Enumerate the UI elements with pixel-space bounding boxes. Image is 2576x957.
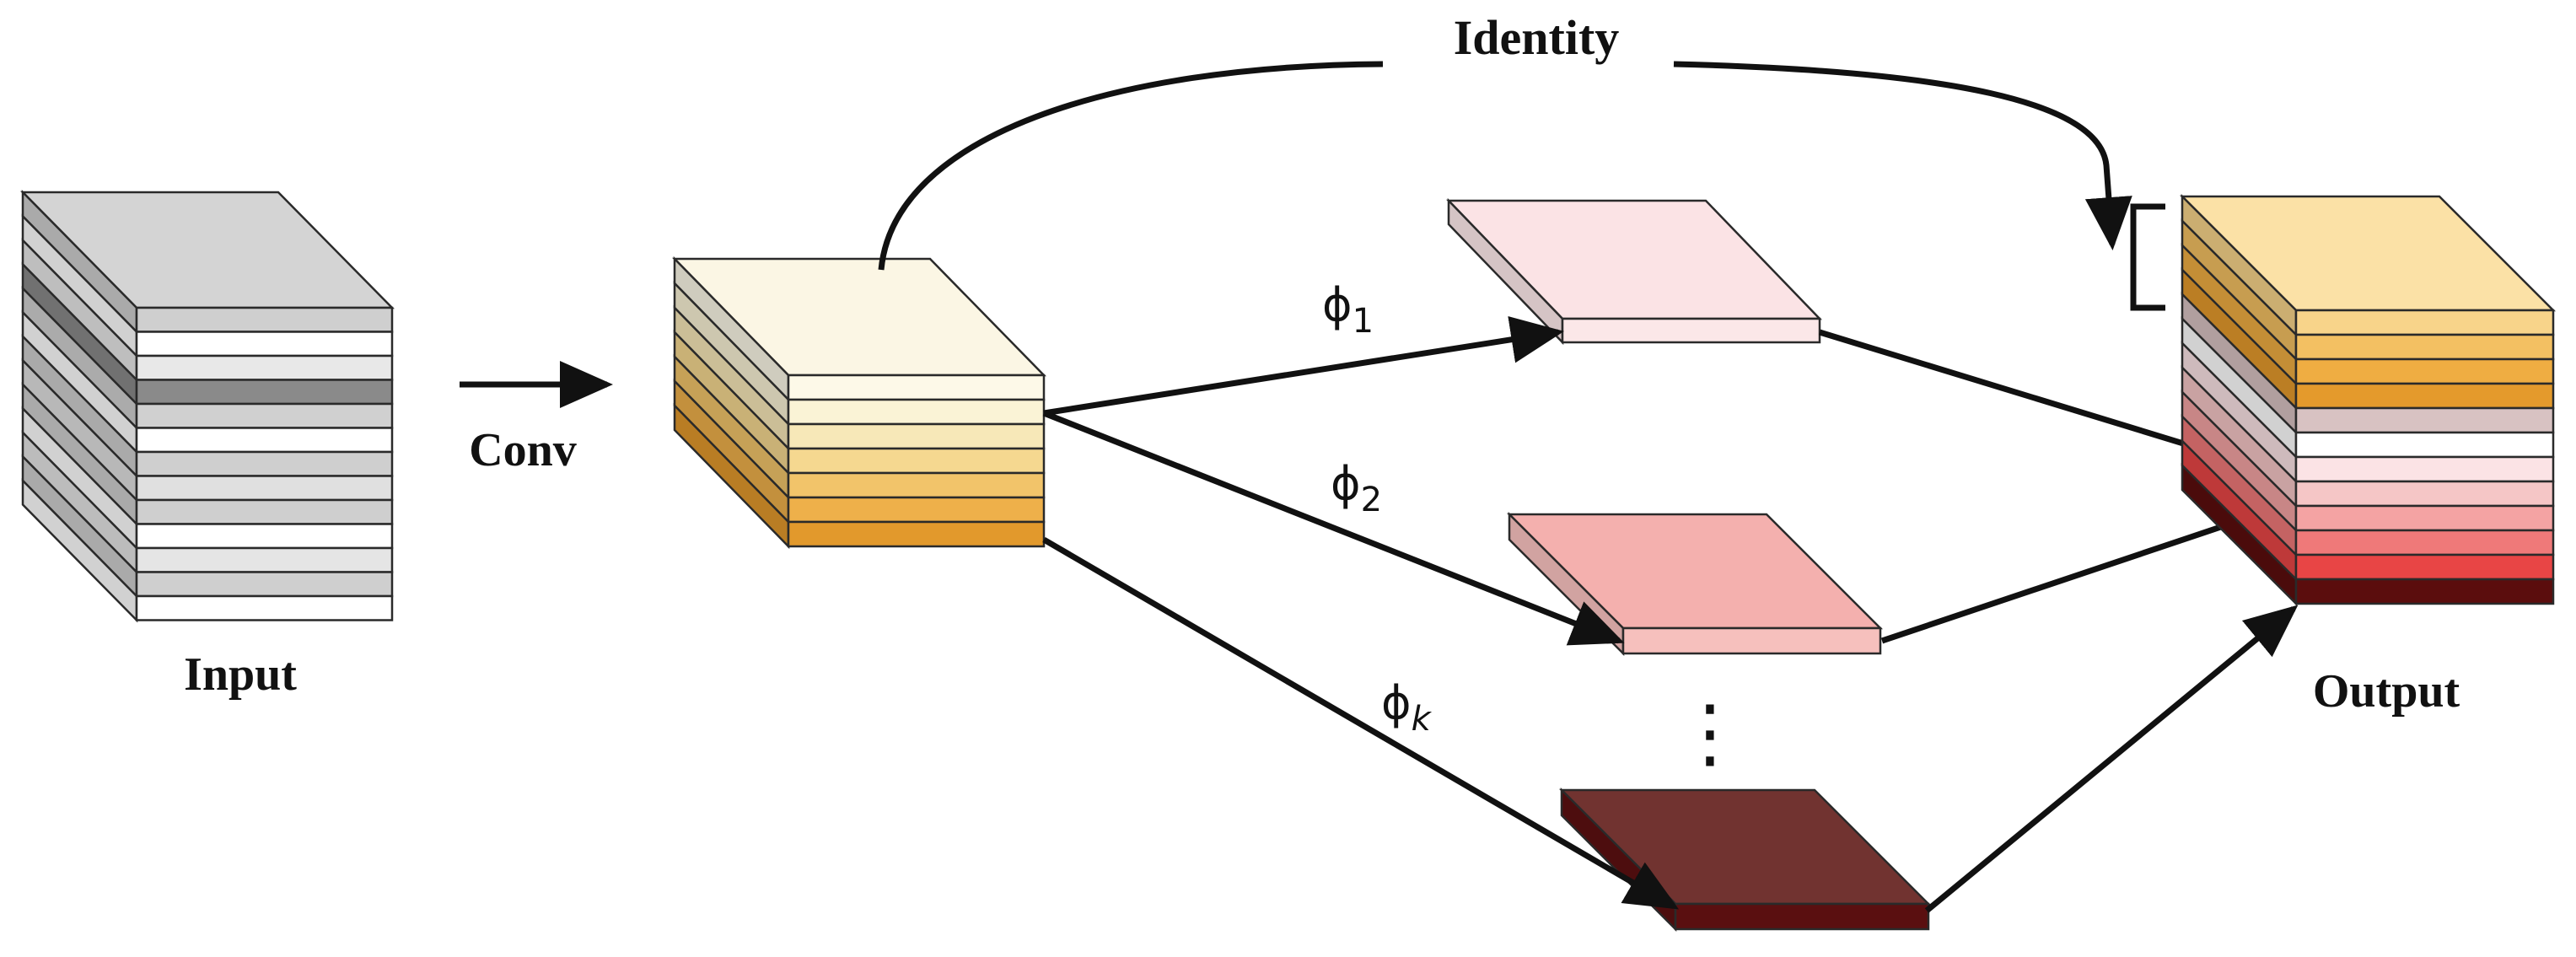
conv-front-stripe [787,398,1046,426]
input-front-stripe [135,306,394,333]
output-front-stripe [2294,333,2555,361]
phi-1-arrow [1043,316,1564,417]
input-front-stripe [135,354,394,381]
output-front-stripe [2294,358,2555,385]
input-label: Input [184,648,297,701]
phi-k-to-output-arrow [1924,605,2299,913]
output-front-stripe [2294,529,2555,556]
phi-k-feature-map [1558,787,1932,933]
phi-2-front-face [1621,626,1882,655]
input-front-stripe [135,498,394,525]
input-front-stripe [135,571,394,598]
phi-1-label: ϕ1 [1322,278,1374,341]
input-front-stripe [135,331,394,358]
conv-front-stripe [787,447,1046,475]
conv-label: Conv [469,424,577,476]
conv-front-stripe [787,520,1046,548]
output-front-stripe [2294,406,2555,434]
phi-k-front-face [1674,902,1930,931]
input-front-stripe [135,450,394,477]
identity-label: Identity [1454,10,1620,65]
input-front-stripe [135,379,394,406]
conv-front-stripe [787,471,1046,499]
output-label: Output [2313,665,2460,718]
output-tensor [2179,193,2557,607]
output-front-stripe [2294,578,2555,605]
input-front-stripe [135,523,394,550]
output-front-stripe [2294,553,2555,581]
identity-bracket [2130,203,2165,311]
phi-2-feature-map [1506,511,1884,657]
output-front-stripe [2294,504,2555,532]
phi-1-front-face [1561,317,1821,344]
phi-1-feature-map [1446,197,1822,346]
output-front-stripe [2294,480,2555,508]
input-front-stripe [135,475,394,502]
identity-skip-arrow [1673,61,2132,250]
branch-ellipsis: ⋮ [1672,689,1748,777]
output-front-stripe [2294,431,2555,459]
conv-front-stripe [787,422,1046,450]
output-front-stripe [2294,455,2555,483]
output-front-stripe [2294,309,2555,336]
conv-front-stripe [787,496,1046,524]
output-front-stripe [2294,382,2555,410]
phi-2-arrow [1042,410,1625,646]
input-tensor [20,189,395,623]
phi-k-label: ϕk [1381,676,1433,739]
input-front-stripe [135,427,394,454]
phi-2-label: ϕ2 [1331,457,1382,519]
phi-k-arrow [1042,536,1680,910]
input-front-stripe [135,594,394,621]
input-front-stripe [135,402,394,429]
input-front-stripe [135,546,394,573]
conv-feature-tensor [672,255,1046,550]
identity-skip-connection [878,61,1384,271]
conv-front-stripe [787,374,1046,401]
